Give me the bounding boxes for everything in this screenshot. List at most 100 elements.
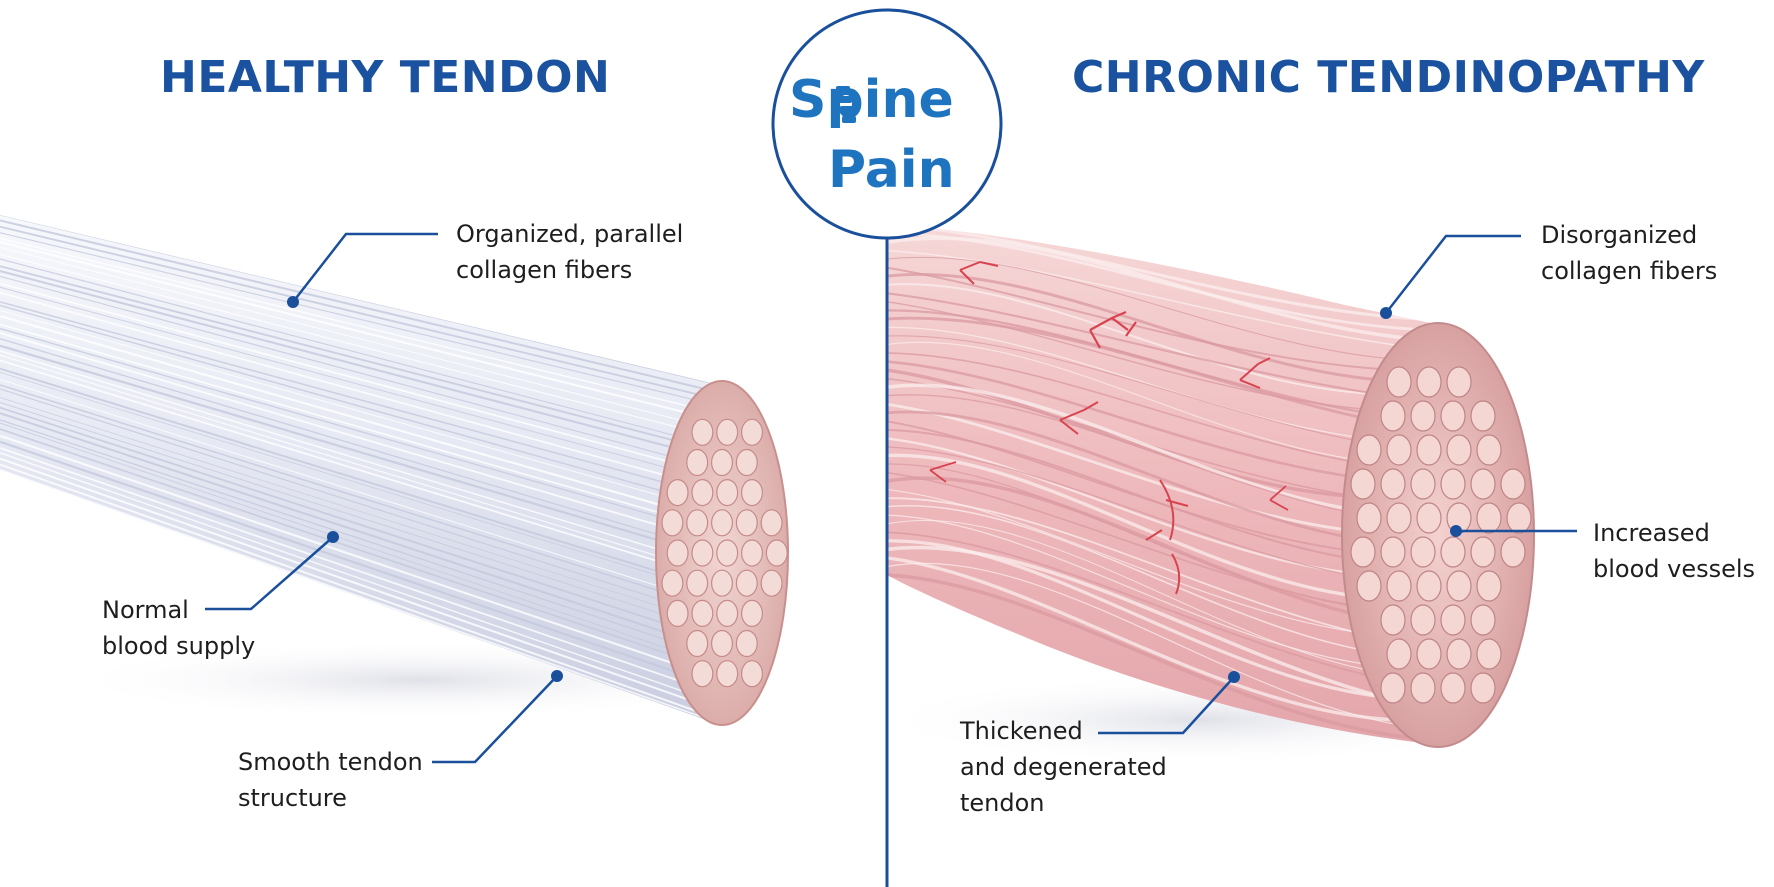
healthy-fiber <box>0 219 720 394</box>
healthy-fiber <box>0 331 720 545</box>
fascicle <box>1386 502 1412 534</box>
healthy-fiber <box>0 265 720 454</box>
tendinopathy-fascicles <box>1350 366 1532 704</box>
fascicle <box>1476 570 1502 602</box>
tendinopathy-fiber <box>887 519 1440 680</box>
tendinopathy-fiber <box>887 283 1440 396</box>
tendinopathy-fiber <box>887 249 1440 352</box>
fascicle <box>1440 672 1466 704</box>
fascicle <box>666 479 689 507</box>
healthy-fiber <box>0 388 720 620</box>
fascicle <box>735 509 758 537</box>
healthy-fiber <box>0 367 720 592</box>
dot-normal-blood <box>327 531 339 543</box>
healthy-fiber <box>0 428 720 673</box>
fascicle <box>1386 638 1412 670</box>
fascicle <box>1356 570 1382 602</box>
label-line: Disorganized <box>1541 221 1698 249</box>
tendinopathy-fiber <box>887 573 1440 742</box>
fascicle <box>1470 672 1496 704</box>
healthy-fiber <box>0 344 720 560</box>
healthy-tendon <box>0 215 789 726</box>
fascicle <box>1356 434 1382 466</box>
fascicle <box>1410 400 1436 432</box>
healthy-fiber <box>0 452 720 705</box>
healthy-fiber <box>0 309 720 513</box>
fascicle <box>740 479 763 507</box>
dot-increased-vessels <box>1450 525 1462 537</box>
healthy-fiber <box>0 447 720 696</box>
fascicle <box>1380 400 1406 432</box>
fascicle <box>740 418 763 446</box>
fascicle <box>1386 570 1412 602</box>
fascicle <box>1440 604 1466 636</box>
label-smooth-structure: Smooth tendon structure <box>238 744 423 816</box>
fascicle <box>691 479 714 507</box>
healthy-fiber <box>0 457 720 712</box>
fascicle <box>1440 536 1466 568</box>
fascicle <box>735 569 758 597</box>
fascicle <box>716 660 739 688</box>
fascicle <box>1416 366 1442 398</box>
healthy-fiber <box>0 253 720 439</box>
label-line: blood vessels <box>1593 555 1756 583</box>
dot-thickened <box>1228 671 1240 683</box>
healthy-fiber <box>0 275 720 471</box>
healthy-fiber <box>0 384 720 611</box>
fascicle <box>1470 400 1496 432</box>
label-line: collagen fibers <box>456 256 633 284</box>
fascicle <box>760 509 783 537</box>
healthy-fiber <box>0 215 720 386</box>
fascicle <box>716 539 739 567</box>
fascicle <box>1506 502 1532 534</box>
fascicle <box>710 448 733 477</box>
tendinopathy-title: CHRONIC TENDINOPATHY <box>1072 52 1705 103</box>
fascicle <box>1410 672 1436 704</box>
fascicle <box>710 569 733 597</box>
healthy-fiber <box>0 291 720 492</box>
label-line: blood supply <box>102 632 256 660</box>
fascicle <box>686 509 709 537</box>
dot-organized-fibers <box>287 296 299 308</box>
label-increased-vessels: Increased blood vessels <box>1593 515 1755 587</box>
label-line: Organized, parallel <box>456 220 684 248</box>
healthy-fiber <box>0 315 720 524</box>
fascicle <box>686 629 709 658</box>
fascicle <box>1416 570 1442 602</box>
leader-lines <box>205 232 1577 764</box>
fascicle <box>1380 672 1406 704</box>
fascicle <box>1410 604 1436 636</box>
healthy-fiber <box>0 359 720 581</box>
fascicle <box>1476 502 1502 534</box>
fascicle <box>740 539 763 567</box>
fascicle <box>1380 536 1406 568</box>
fascicle <box>1416 638 1442 670</box>
fascicle <box>691 599 714 628</box>
fascicle <box>691 418 714 446</box>
fascicle <box>740 599 763 628</box>
tendinopathy-fiber <box>887 256 1440 362</box>
fascicle <box>691 660 714 688</box>
leader-dots <box>287 296 1462 683</box>
fascicle <box>1440 468 1466 500</box>
spine-pain-logo <box>771 8 1003 240</box>
spine-icon <box>836 86 856 123</box>
leader-disorganized-fibers <box>1385 234 1521 314</box>
healthy-fiber <box>0 258 720 448</box>
fascicle <box>1470 468 1496 500</box>
fascicle <box>1446 366 1472 398</box>
fascicle <box>1356 502 1382 534</box>
dot-smooth-structure <box>551 670 563 682</box>
leader-normal-blood <box>205 536 334 611</box>
fascicle <box>740 660 763 688</box>
fascicle <box>1410 536 1436 568</box>
healthy-fiber <box>0 350 720 569</box>
label-normal-blood-supply: Normal blood supply <box>102 592 255 664</box>
fascicle <box>765 539 788 567</box>
label-line: Thickened <box>960 717 1083 745</box>
healthy-fiber <box>0 371 720 596</box>
fascicle <box>1446 638 1472 670</box>
fascicle <box>1500 468 1526 500</box>
healthy-fiber <box>0 237 720 415</box>
